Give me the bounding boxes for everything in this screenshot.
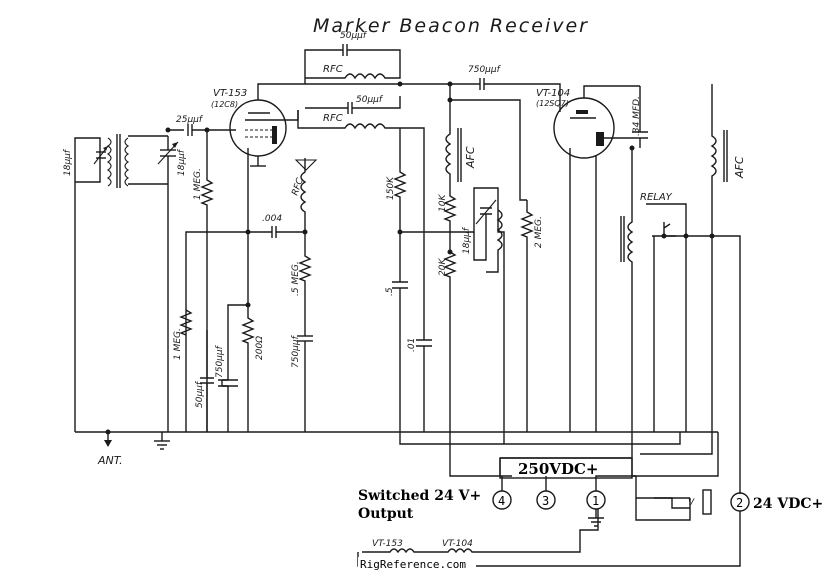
pin-terminals bbox=[492, 475, 750, 527]
top-50uuf-capacitor bbox=[304, 44, 401, 62]
grid-resistor bbox=[200, 130, 214, 432]
mid-cap-label: 50µµf bbox=[356, 95, 384, 105]
r1meg-b-label: 1 MEG. bbox=[173, 328, 183, 360]
watermark-box bbox=[358, 557, 476, 570]
capacitor-34mfd bbox=[632, 86, 648, 148]
tube-vt104-type: (12SQ7) bbox=[536, 99, 569, 108]
top-cap-label: 50µµf bbox=[340, 31, 368, 41]
tube-vt153-name: VT-153 bbox=[213, 88, 247, 99]
switched-output-label-1: Switched 24 V+ bbox=[358, 488, 481, 504]
c50-label: 50µµf bbox=[195, 380, 205, 408]
b-plus-divider bbox=[392, 128, 432, 432]
relay bbox=[620, 148, 712, 432]
r5meg-label: .5 MEG. bbox=[291, 261, 301, 296]
antenna-trimmer-cap bbox=[93, 145, 109, 165]
tube-vt153-type: (12C8) bbox=[211, 100, 238, 109]
rfc-coil-3 bbox=[294, 158, 318, 232]
v-label: V bbox=[688, 498, 695, 508]
cathode-network bbox=[218, 148, 255, 432]
coupling-750-capacitor bbox=[400, 78, 561, 112]
relay-label: RELAY bbox=[640, 192, 673, 203]
pin4-label: 4 bbox=[498, 494, 505, 508]
tube-vt104-name: VT-104 bbox=[536, 88, 570, 99]
junction-004 bbox=[245, 229, 251, 235]
grid-resistor-label: 1 MEG. bbox=[193, 168, 203, 200]
c34-label: .34 MFD. bbox=[632, 96, 642, 136]
c-trim-label: 18µµf bbox=[462, 226, 472, 254]
junction-cathode bbox=[245, 302, 251, 308]
junction-afc2 bbox=[709, 233, 715, 239]
afc1-label: AFC bbox=[464, 146, 477, 169]
rfc-coil-2 bbox=[297, 110, 425, 340]
tuning-cap-label: 18µµf bbox=[177, 148, 187, 176]
diode-load bbox=[179, 309, 214, 432]
mid-50uuf-capacitor bbox=[305, 96, 401, 114]
afc-transformer-2 bbox=[710, 84, 741, 494]
heater-vt104-label: VT-104 bbox=[442, 539, 473, 549]
grid-cap-label: 25µµf bbox=[176, 115, 204, 125]
afc2-label: AFC bbox=[733, 156, 746, 179]
rfc-coil-1 bbox=[304, 62, 401, 84]
grid-capacitor bbox=[168, 124, 236, 136]
pin3-label: 3 bbox=[542, 494, 549, 508]
rfc2-label: RFC bbox=[323, 113, 343, 124]
junction-dots bbox=[105, 81, 635, 435]
antenna-label: ANT. bbox=[97, 454, 123, 467]
dial-lamp bbox=[654, 489, 712, 515]
antenna-cap-label: 18µµf bbox=[63, 148, 73, 176]
r20k-label: 20K bbox=[438, 258, 448, 276]
b-plus-box bbox=[499, 457, 633, 479]
pin2-label: 2 bbox=[736, 496, 743, 510]
switched-output-label-2: Output bbox=[358, 506, 414, 522]
watermark: RigReference.com bbox=[360, 558, 466, 571]
tube-vt104 bbox=[553, 85, 640, 432]
coupling-004 bbox=[185, 226, 313, 432]
c01-label: .01 bbox=[407, 338, 417, 352]
v24-label: 24 VDC+ bbox=[753, 496, 823, 512]
pin1-label: 1 bbox=[592, 494, 599, 508]
b-plus-label: 250VDC+ bbox=[518, 460, 598, 478]
antenna-transformer bbox=[74, 134, 168, 432]
rfc1-label: RFC bbox=[323, 64, 343, 75]
c750a-label: 750µµf bbox=[215, 344, 225, 378]
afc-transformer-1 bbox=[400, 84, 534, 432]
c004-label: .004 bbox=[262, 214, 282, 224]
r200-label: 200Ω bbox=[255, 336, 265, 360]
rfc3-label: RFC bbox=[290, 176, 306, 197]
c750b-label: 750µµf bbox=[291, 334, 301, 368]
c5-label: .5 bbox=[385, 287, 395, 296]
r10k-label: 10K bbox=[438, 194, 448, 212]
tube-vt153 bbox=[229, 83, 400, 167]
junction-afc bbox=[447, 97, 453, 103]
r2meg-label: 2 MEG. bbox=[534, 216, 544, 248]
heater-vt153-label: VT-153 bbox=[372, 539, 403, 549]
tuning-capacitor bbox=[157, 136, 179, 432]
junction-10k bbox=[447, 249, 453, 255]
schematic-title: Marker Beacon Receiver bbox=[313, 15, 589, 37]
r150k-label: 150K bbox=[386, 176, 396, 200]
coup-cap-label: 750µµf bbox=[468, 65, 502, 75]
ground-symbol-1 bbox=[154, 432, 170, 450]
